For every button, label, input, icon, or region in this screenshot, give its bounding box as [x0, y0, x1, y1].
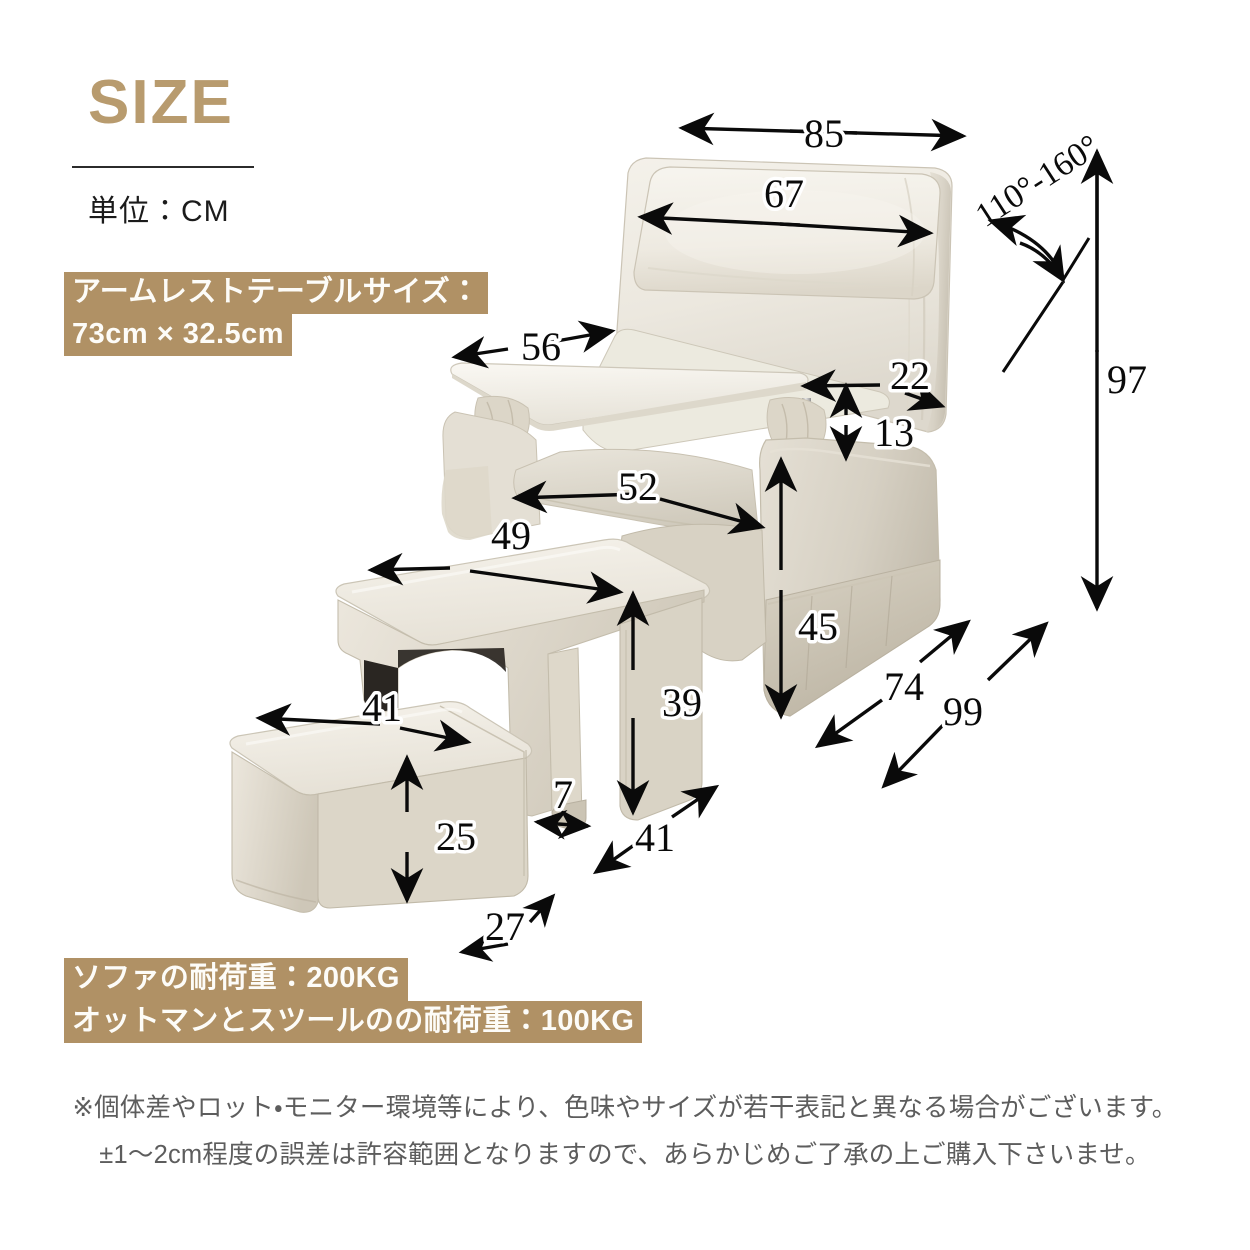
- dimension-label-27: 27: [485, 904, 525, 949]
- dimension-label-41-ottoman: 41: [635, 815, 675, 860]
- dimension-25: 25 25: [390, 754, 480, 904]
- armrest-table-badge: アームレストテーブルサイズ： 73cm × 32.5cm: [64, 272, 488, 357]
- dimension-label-52: 52: [618, 464, 658, 509]
- disclaimer-note: ※個体差やロット・モニター環境等により、色味やサイズが若干表記と異なる場合がござ…: [0, 1085, 1250, 1179]
- dimension-label-45-halo: 45: [798, 604, 838, 649]
- dimension-label-99-halo: 99: [943, 689, 983, 734]
- dimension-label-39-halo: 39: [662, 680, 702, 725]
- dimension-label-67: 67: [764, 171, 804, 216]
- disclaimer-line1: ※個体差やロット・モニター環境等により、色味やサイズが若干表記と異なる場合がござ…: [72, 1094, 1178, 1122]
- dimension-label-recline-angle: 110°-160°: [969, 128, 1106, 235]
- dimension-74: 74 74: [814, 619, 971, 749]
- dimension-85: 85 85: [678, 108, 967, 160]
- load-capacity-badge: ソファの耐荷重：200KG オットマンとスツールのの耐荷重：100KG: [64, 958, 643, 1044]
- dimension-label-22-halo: 22: [890, 353, 930, 398]
- dimension-label-41-ottoman-halo: 41: [635, 815, 675, 860]
- disclaimer-line2: ±1〜2cm程度の誤差は許容範囲となりますので、あらかじめご了承の上ご購入下さい…: [99, 1141, 1151, 1170]
- dimension-label-45: 45: [798, 604, 838, 649]
- dimension-52: 52 52: [511, 461, 766, 535]
- dimension-99: 99 99: [881, 621, 1049, 789]
- dimension-label-7: 7: [553, 772, 573, 817]
- load-badge-line2: オットマンとスツールのの耐荷重：100KG: [64, 1000, 643, 1044]
- dimension-label-25-halo: 25: [436, 814, 476, 859]
- dimension-label-74: 74: [884, 664, 924, 709]
- dimension-label-52-halo: 52: [618, 464, 658, 509]
- dimension-39: 39 39: [616, 590, 706, 816]
- dimension-label-13-halo: 13: [874, 410, 914, 455]
- dimension-label-97-halo: 97: [1107, 357, 1147, 402]
- armrest-badge-line2: 73cm × 32.5cm: [64, 314, 293, 357]
- dimension-56: 56 56: [451, 321, 616, 373]
- unit-label: 単位：CM: [88, 195, 230, 228]
- armrest-badge-line1: アームレストテーブルサイズ：: [64, 272, 488, 315]
- title-divider: [72, 166, 254, 168]
- dimension-label-39: 39: [662, 680, 702, 725]
- dimension-label-7-halo: 7: [553, 772, 573, 817]
- dimension-41-stool: 41 41: [255, 682, 472, 752]
- page-title: SIZE: [88, 68, 234, 137]
- stool-illustration: [229, 701, 533, 913]
- dimension-label-27-halo: 27: [485, 904, 525, 949]
- dimension-67: 67 67: [637, 168, 934, 248]
- load-badge-line1: ソファの耐荷重：200KG: [64, 958, 408, 1001]
- dimension-label-99: 99: [943, 689, 983, 734]
- dimension-label-49: 49: [491, 513, 531, 558]
- dimension-label-49-halo: 49: [491, 513, 531, 558]
- dimension-label-13: 13: [874, 410, 914, 455]
- dimension-label-41-stool-halo: 41: [362, 685, 402, 730]
- dimension-97: 97 97: [1080, 148, 1151, 612]
- dimension-label-25: 25: [436, 814, 476, 859]
- dimension-label-22: 22: [890, 353, 930, 398]
- dimension-label-56: 56: [521, 324, 561, 369]
- dimension-label-85-halo: 85: [804, 111, 844, 156]
- dimension-recline-angle: 110°-160°: [969, 128, 1106, 373]
- dimension-7: 7 7: [533, 769, 592, 840]
- dimension-label-97: 97: [1107, 357, 1147, 402]
- dimension-45: 45 45: [764, 456, 842, 720]
- dimension-41-ottoman: 41 41: [592, 784, 720, 875]
- dimension-49: 49 49: [367, 510, 624, 604]
- dimension-label-67-halo: 67: [764, 171, 804, 216]
- dimension-13: 13 13: [829, 382, 918, 462]
- dimension-label-85: 85: [804, 111, 844, 156]
- dimension-label-56-halo: 56: [521, 324, 561, 369]
- dimension-22: 22 22: [800, 350, 946, 411]
- dimension-label-41-stool: 41: [362, 685, 402, 730]
- dimension-label-74-halo: 74: [884, 664, 924, 709]
- dimension-27: 27 27: [458, 893, 556, 962]
- ottoman-illustration: [335, 538, 711, 831]
